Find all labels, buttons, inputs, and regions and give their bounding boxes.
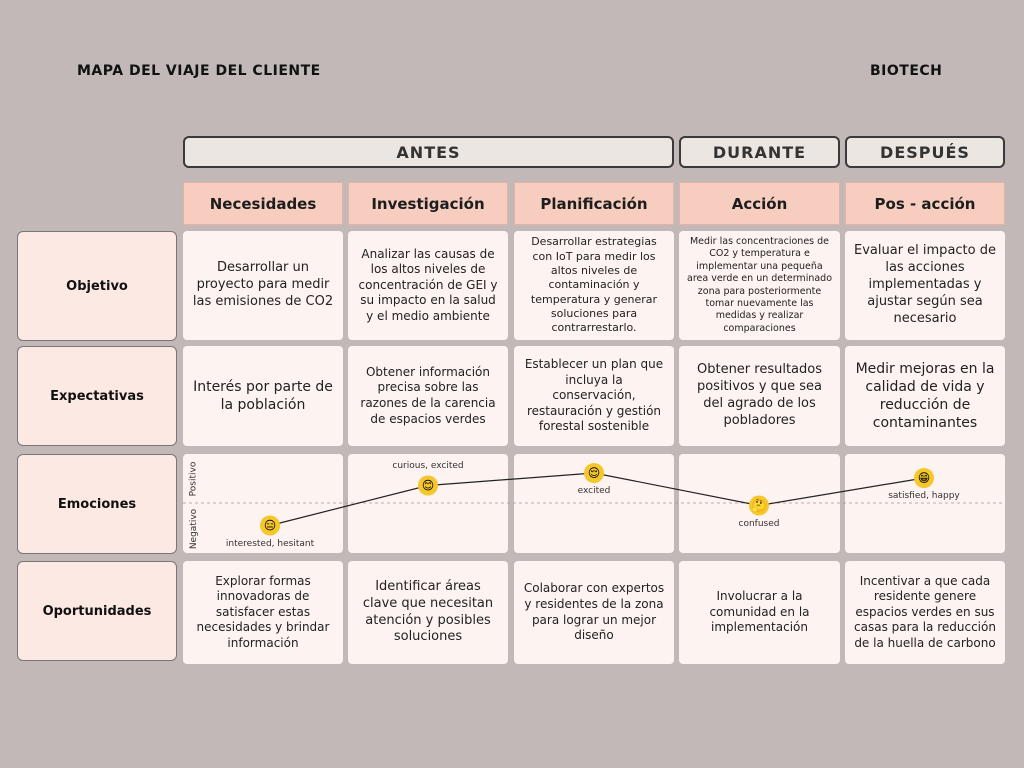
phase-antes: ANTES — [183, 136, 674, 168]
emotion-face-glyph: 😊 — [422, 479, 435, 493]
phase-despues: DESPUÉS — [845, 136, 1005, 168]
expectativas-cell: Obtener resultados positivos y que sea d… — [679, 346, 840, 446]
emociones-cell — [183, 454, 343, 553]
page-title: MAPA DEL VIAJE DEL CLIENTE — [77, 63, 321, 79]
objetivo-cell: Medir las concentraciones de CO2 y tempe… — [679, 231, 840, 340]
stage-accion: Acción — [679, 182, 840, 225]
expectativas-cell: Medir mejoras en la calidad de vida y re… — [845, 346, 1005, 446]
oportunidades-cell: Identificar áreas clave que necesitan at… — [348, 561, 508, 664]
phase-durante: DURANTE — [679, 136, 840, 168]
emotion-face-glyph: 😌 — [588, 466, 601, 480]
stage-pos-accion: Pos - acción — [845, 182, 1005, 225]
stage-necesidades: Necesidades — [183, 182, 343, 225]
oportunidades-cell: Involucrar a la comunidad en la implemen… — [679, 561, 840, 664]
stage-planificacion: Planificación — [514, 182, 674, 225]
brand-name: BIOTECH — [870, 63, 943, 79]
emotion-label: confused — [738, 518, 780, 529]
emotion-face-glyph: 😁 — [918, 471, 931, 485]
emotion-face-glyph: 😑 — [264, 519, 277, 533]
emotion-face-glyph: 🤔 — [752, 499, 767, 513]
oportunidades-cell: Incentivar a que cada residente genere e… — [845, 561, 1005, 664]
row-label-emociones: Emociones — [17, 454, 177, 554]
emotion-face-icon — [418, 475, 438, 496]
oportunidades-cell: Colaborar con expertos y residentes de l… — [514, 561, 674, 664]
objetivo-cell: Evaluar el impacto de las acciones imple… — [845, 231, 1005, 340]
expectativas-cell: Obtener información precisa sobre las ra… — [348, 346, 508, 446]
emotion-face-icon — [260, 515, 280, 536]
oportunidades-cell: Explorar formas innovadoras de satisface… — [183, 561, 343, 664]
emotion-label: curious, excited — [392, 460, 464, 471]
emotion-label: excited — [577, 486, 611, 496]
expectativas-cell: Establecer un plan que incluya la conser… — [514, 346, 674, 446]
objetivo-cell: Analizar las causas de los altos niveles… — [348, 231, 508, 340]
expectativas-cell: Interés por parte de la población — [183, 346, 343, 446]
emociones-cell — [348, 454, 508, 553]
emotion-face-icon — [584, 463, 604, 483]
row-label-oportunidades: Oportunidades — [17, 561, 177, 661]
stage-investigacion: Investigación — [348, 182, 508, 225]
emotion-label: satisfied, happy — [888, 491, 960, 501]
emotion-label: interested, hesitant — [225, 538, 315, 549]
emotion-face-icon — [749, 495, 769, 516]
emotion-face-icon — [914, 468, 934, 488]
objetivo-cell: Desarrollar un proyecto para medir las e… — [183, 231, 343, 340]
row-label-objetivo: Objetivo — [17, 231, 177, 341]
objetivo-cell: Desarrollar estrategias con IoT para med… — [514, 231, 674, 340]
row-label-expectativas: Expectativas — [17, 346, 177, 446]
